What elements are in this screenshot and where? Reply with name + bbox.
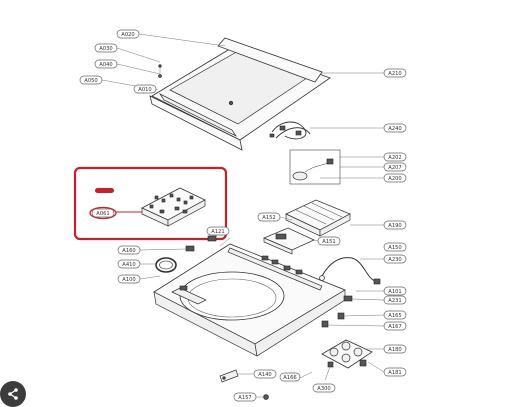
inlet-hose [319,257,384,285]
label-a030: A030 [94,43,118,53]
label-a300: A300 [312,383,336,393]
label-a020: A020 [116,29,140,39]
lid-assembly [149,37,331,151]
label-a207: A207 [383,162,407,172]
svg-text:A300: A300 [317,386,330,392]
highlighted-control-group [73,166,228,241]
label-a100: A100 [117,274,141,284]
svg-text:A231: A231 [388,298,401,304]
wire-harness [269,121,311,140]
label-a210: A210 [383,68,407,78]
gasket-ring [140,257,177,273]
svg-text:A140: A140 [258,372,271,378]
label-a166: A166 [279,372,301,382]
label-a202: A202 [383,152,407,162]
svg-text:A202: A202 [388,155,401,161]
svg-text:A151: A151 [322,239,335,245]
svg-text:A150: A150 [388,245,401,251]
label-a240: A240 [383,123,407,133]
small-clip-parts [139,230,219,252]
svg-text:A240: A240 [388,126,401,132]
svg-text:A181: A181 [388,370,401,376]
dispenser-block [262,227,321,255]
svg-text:A180: A180 [388,347,401,353]
svg-text:A160: A160 [122,248,135,254]
svg-text:A200: A200 [388,176,401,182]
svg-text:A030: A030 [99,46,112,52]
label-a180: A180 [383,344,407,354]
svg-text:A190: A190 [388,223,401,229]
svg-text:A166: A166 [283,375,296,381]
svg-text:A061: A061 [96,211,109,217]
mounting-clip [219,369,254,383]
label-a230: A230 [383,254,407,264]
label-a200: A200 [383,173,407,183]
label-a151: A151 [317,236,341,246]
svg-text:A101: A101 [388,289,401,295]
svg-text:A167: A167 [388,324,401,330]
label-a157: A157 [233,392,257,402]
label-a040: A040 [94,59,118,69]
label-a010: A010 [133,84,157,94]
label-a101: A101 [383,286,407,296]
label-a231: A231 [383,295,407,305]
svg-text:A207: A207 [388,165,401,171]
detergent-drawer [279,199,384,237]
svg-text:A121: A121 [211,229,224,235]
svg-text:A010: A010 [138,87,151,93]
svg-text:A152: A152 [262,215,275,221]
svg-text:A100: A100 [122,277,135,283]
label-a150: A150 [383,242,407,252]
cabinet-top [153,237,346,357]
label-a050: A050 [79,75,103,85]
sensor-group [289,149,341,185]
svg-text:A210: A210 [388,71,401,77]
svg-text:A157: A157 [238,395,251,401]
label-a140: A140 [253,369,277,379]
label-a160: A160 [117,245,141,255]
label-a181: A181 [383,367,407,377]
svg-text:A165: A165 [388,313,401,319]
label-a152: A152 [257,212,281,222]
svg-text:A020: A020 [121,32,134,38]
share-button[interactable] [0,381,26,407]
water-valve [321,339,385,381]
share-icon [8,388,18,400]
svg-text:A230: A230 [388,257,401,263]
svg-text:A050: A050 [84,78,97,84]
svg-text:A040: A040 [99,62,112,68]
label-a410: A410 [117,259,141,269]
label-a167: A167 [383,321,407,331]
label-a190: A190 [383,220,407,230]
svg-text:A410: A410 [122,262,135,268]
label-a165: A165 [383,310,407,320]
label-a061: A061 [91,208,115,218]
label-a121: A121 [206,226,230,236]
